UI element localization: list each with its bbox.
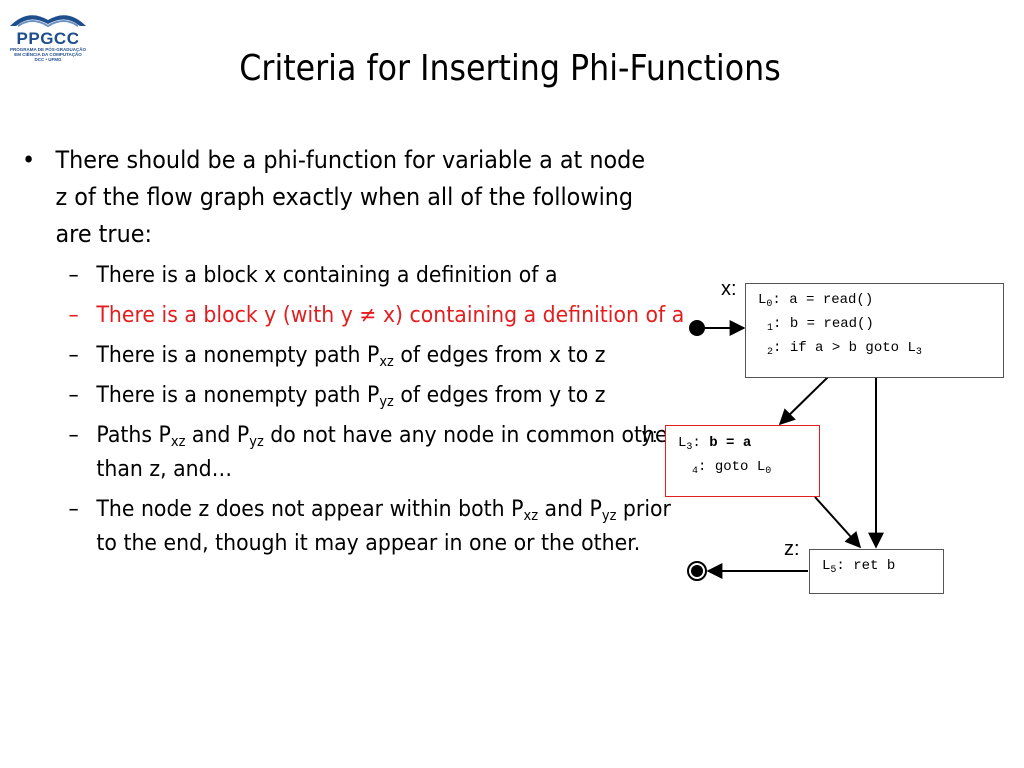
label-L: L (822, 558, 831, 574)
block-x: L0: a = read() 1: b = read() 2: if a > b… (745, 283, 1004, 378)
block-z: L5: ret b (809, 549, 944, 594)
target-index: 3 (915, 347, 922, 358)
criterion-4-text-a: There is a nonempty path P (96, 383, 380, 408)
block-x-line-1: 1: b = read() (758, 311, 1003, 337)
dash-marker: – (68, 343, 79, 368)
code-text: b = a (709, 435, 752, 451)
code-text: : if a > b goto L (773, 340, 916, 356)
edge-x-to-y (778, 376, 829, 426)
criterion-5-text-b: and P (185, 423, 250, 448)
block-y-line-1: 4: goto L0 (678, 454, 819, 480)
label-z: z: (784, 538, 800, 560)
label-index: 4 (692, 466, 699, 477)
bullet-list: • There should be a phi-function for var… (22, 142, 684, 561)
label-index: 3 (686, 442, 693, 453)
criterion-6-text-a: The node z does not appear within both P (96, 497, 524, 522)
criterion-3-text-b: of edges from x to z (393, 343, 606, 368)
exit-node-inner-icon (691, 565, 703, 577)
label-x: x: (721, 278, 737, 300)
subscript-yz: yz (601, 508, 617, 524)
logo-subtitle-1: PROGRAMA DE PÓS-GRADUAÇÃO (9, 47, 87, 52)
criterion-2: – There is a block y (with y ≠ x) contai… (22, 299, 692, 333)
criterion-1: – There is a block x containing a defini… (22, 259, 692, 293)
dash-marker: – (68, 263, 79, 288)
criterion-4: – There is a nonempty path Pyz of edges … (22, 379, 692, 413)
ppgcc-logo: PPGCC PROGRAMA DE PÓS-GRADUAÇÃO EM CIÊNC… (6, 6, 90, 66)
edge-y-to-z (814, 496, 862, 549)
block-z-line-0: L5: ret b (822, 553, 943, 579)
criterion-5-text-a: Paths P (96, 423, 171, 448)
code-colon: : (692, 435, 710, 451)
subscript-xz: xz (379, 354, 394, 370)
subscript-yz: yz (249, 434, 264, 450)
subscript-yz: yz (379, 394, 394, 410)
bullet-marker: • (22, 146, 36, 174)
dash-marker: – (68, 497, 79, 522)
label-index: 2 (767, 347, 774, 358)
criterion-5: – Paths Pxz and Pyz do not have any node… (22, 419, 692, 487)
dash-marker: – (68, 423, 79, 448)
logo-name: PPGCC (16, 29, 80, 48)
target-index: 0 (765, 466, 772, 477)
code-text: : goto L (698, 459, 766, 475)
criterion-3-text-a: There is a nonempty path P (96, 343, 380, 368)
criterion-6-text-b: and P (538, 497, 602, 522)
subscript-xz: xz (170, 434, 186, 450)
label-index: 1 (767, 323, 774, 334)
block-x-line-2: 2: if a > b goto L3 (758, 335, 1003, 361)
slide-title: Criteria for Inserting Phi-Functions (239, 48, 781, 89)
label-index: 0 (766, 299, 773, 310)
exit-node-outer-icon (687, 561, 707, 581)
logo-emblem-icon (10, 15, 86, 28)
block-x-line-0: L0: a = read() (758, 287, 1003, 313)
block-y-line-0: L3: b = a (678, 430, 819, 456)
subscript-xz: xz (523, 508, 539, 524)
label-y: y: (642, 425, 658, 447)
dash-marker: – (68, 383, 79, 408)
criterion-6-text-c: prior to the end, though it may appear i… (96, 497, 671, 556)
criterion-1-text: There is a block x containing a definiti… (96, 263, 558, 288)
code-text: : ret b (836, 558, 896, 574)
criterion-5-text-c: do not have any node in common other tha… (96, 423, 676, 482)
logo-subtitle-3: DCC • UFMG (34, 57, 62, 62)
criterion-3: – There is a nonempty path Pxz of edges … (22, 339, 692, 373)
block-y: L3: b = a 4: goto L0 (665, 425, 820, 497)
criterion-2-text: There is a block y (with y ≠ x) containi… (96, 303, 685, 328)
criterion-6: – The node z does not appear within both… (22, 493, 692, 561)
criterion-4-text-b: of edges from y to z (393, 383, 606, 408)
logo-subtitle-2: EM CIÊNCIA DA COMPUTAÇÃO (14, 52, 82, 57)
label-index: 5 (830, 565, 837, 576)
main-bullet: • There should be a phi-function for var… (22, 142, 651, 253)
label-L: L (678, 435, 687, 451)
code-text: : a = read() (772, 292, 874, 308)
main-bullet-text: There should be a phi-function for varia… (55, 146, 646, 248)
code-text: : b = read() (773, 316, 874, 332)
label-L: L (758, 292, 767, 308)
dash-marker: – (68, 303, 79, 328)
